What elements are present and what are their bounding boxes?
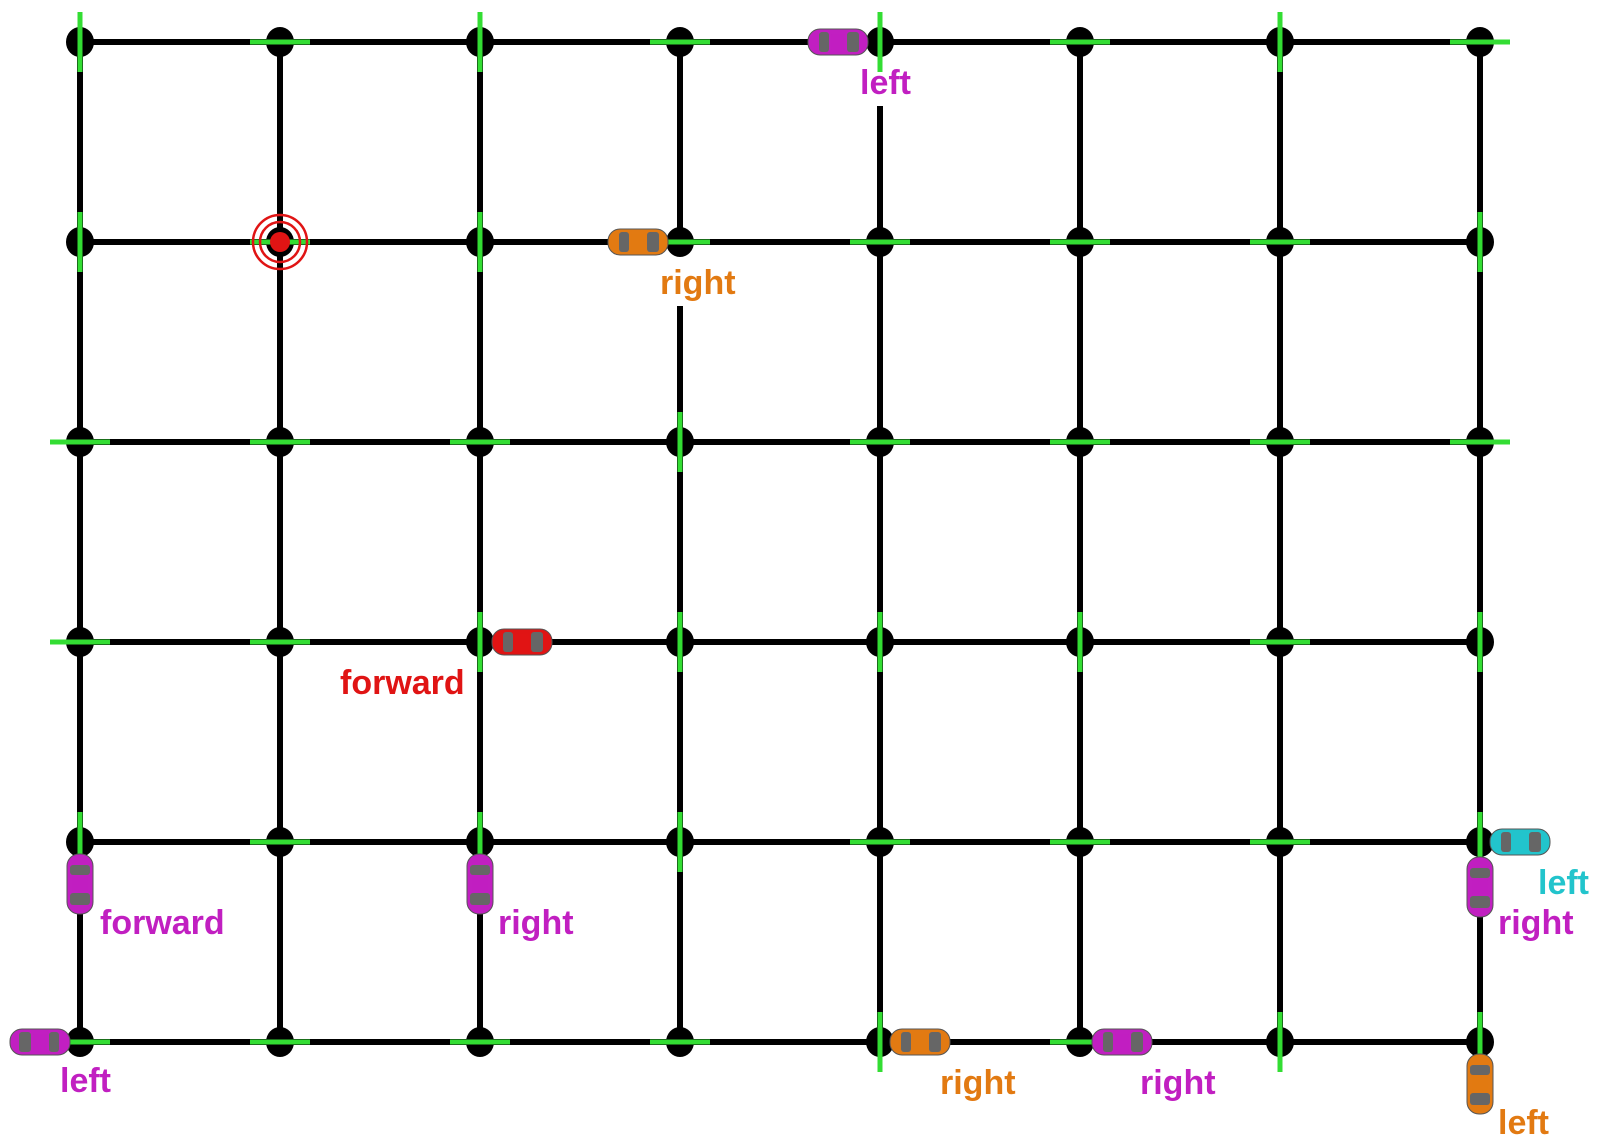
car-icon (1091, 1028, 1153, 1056)
vehicle-car-7: right (1466, 856, 1574, 942)
road-network (77, 39, 1483, 1045)
vehicle-car-10: right (1091, 1028, 1216, 1102)
vehicle-car-8: left (9, 1028, 111, 1100)
vehicle-car-11: left (1466, 1053, 1549, 1140)
vehicle-car-4: forward (66, 853, 225, 942)
vehicle-car-9: right (889, 1028, 1016, 1102)
car-direction-label: forward (100, 904, 225, 942)
car-direction-label: right (498, 904, 574, 942)
car-direction-label: right (660, 264, 736, 302)
vehicle-car-3: forward (340, 628, 553, 702)
vehicle-car-6: left (1489, 828, 1589, 902)
car-icon (1489, 828, 1551, 856)
car-direction-label: forward (340, 664, 465, 702)
car-icon (9, 1028, 71, 1056)
target-marker (251, 213, 309, 271)
car-icon (889, 1028, 951, 1056)
car-icon (466, 853, 494, 915)
car-direction-label: left (60, 1062, 111, 1100)
car-icon (1466, 1053, 1494, 1115)
car-direction-label: right (1498, 904, 1574, 942)
car-icon (807, 28, 869, 56)
car-direction-label: right (1140, 1064, 1216, 1102)
intersections (50, 12, 1510, 1072)
target-icon (251, 213, 309, 271)
vehicle-car-1: left (807, 28, 911, 102)
vehicle-car-2: right (607, 228, 736, 302)
car-icon (491, 628, 553, 656)
car-icon (607, 228, 669, 256)
car-direction-label: left (1538, 864, 1589, 902)
car-direction-label: right (940, 1064, 1016, 1102)
car-direction-label: left (1498, 1104, 1549, 1140)
vehicle-car-5: right (466, 853, 574, 942)
car-direction-label: left (860, 64, 911, 102)
car-icon (66, 853, 94, 915)
car-icon (1466, 856, 1494, 918)
